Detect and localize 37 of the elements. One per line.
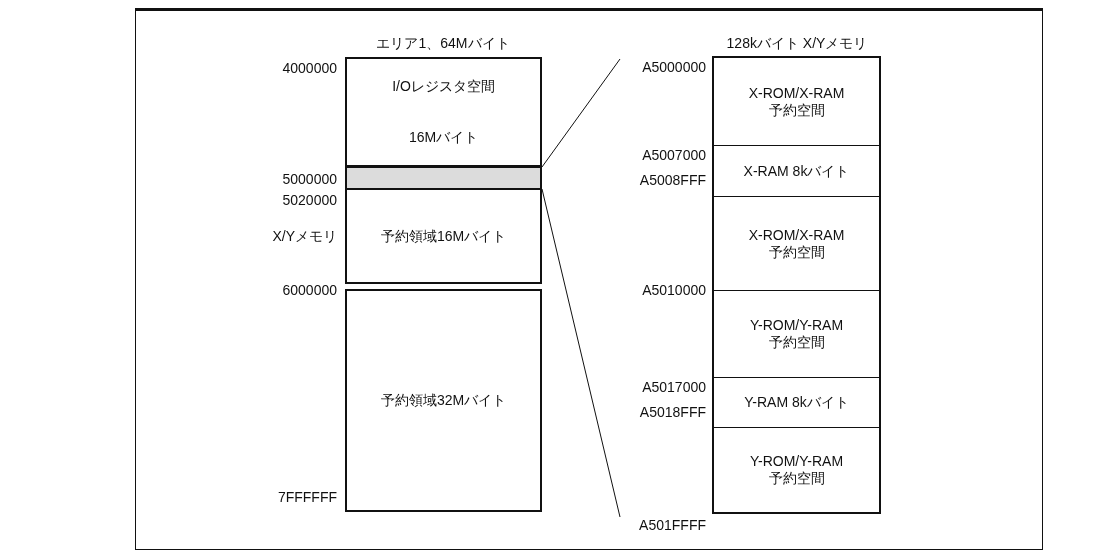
block-label: 予約領域16Mバイト <box>380 227 507 245</box>
expansion-line <box>541 188 621 518</box>
block-label: Y-RAM 8kバイト <box>744 394 849 411</box>
memory-block <box>712 196 881 290</box>
address-label: 6000000 <box>282 282 337 299</box>
address-label: A5017000 <box>642 379 706 396</box>
address-label: A5018FFF <box>639 404 706 421</box>
address-label: 5020000 <box>282 192 337 209</box>
block-label: I/Oレジスタ空間 <box>392 78 495 95</box>
block-label: X-RAM 8kバイト <box>743 162 850 180</box>
memory-block <box>712 377 881 427</box>
column-title: エリア1、64Mバイト <box>376 35 510 52</box>
expansion-line <box>541 58 621 168</box>
block-label: X-ROM/X-RAM 予約空間 <box>747 84 846 119</box>
block-label: 予約領域32Mバイト <box>380 392 507 409</box>
address-label: A501FFFF <box>620 517 706 535</box>
address-label: A5008FFF <box>639 172 706 189</box>
memory-block <box>345 167 542 189</box>
memory-block <box>712 145 881 196</box>
block-label: X-ROM/X-RAM 予約空間 <box>747 226 846 261</box>
region-label: X/Yメモリ <box>272 228 337 245</box>
address-label: 7FFFFFF <box>277 489 337 506</box>
address-label: 4000000 <box>282 60 337 77</box>
memory-block <box>345 57 542 167</box>
block-label: Y-ROM/Y-RAM 予約空間 <box>748 453 845 487</box>
block-label: 16Mバイト <box>408 129 479 146</box>
address-label: A5007000 <box>642 147 706 164</box>
memory-block <box>345 289 542 512</box>
memory-block <box>712 427 881 514</box>
address-label: A5000000 <box>620 59 706 77</box>
address-label: A5010000 <box>642 282 706 299</box>
block-label: Y-ROM/Y-RAM 予約空間 <box>748 317 845 351</box>
memory-block <box>712 290 881 377</box>
column-title: 128kバイト X/Yメモリ <box>726 35 868 52</box>
address-label: 5000000 <box>282 171 337 188</box>
memory-block <box>712 56 881 145</box>
memory-block <box>345 189 542 284</box>
